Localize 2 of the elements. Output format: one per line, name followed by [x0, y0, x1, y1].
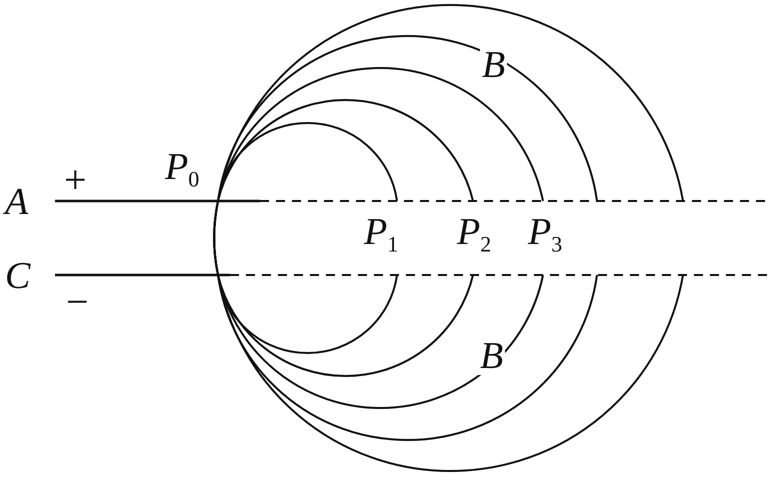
- charge-sign: −: [65, 282, 90, 322]
- charge-sign: +: [63, 160, 88, 200]
